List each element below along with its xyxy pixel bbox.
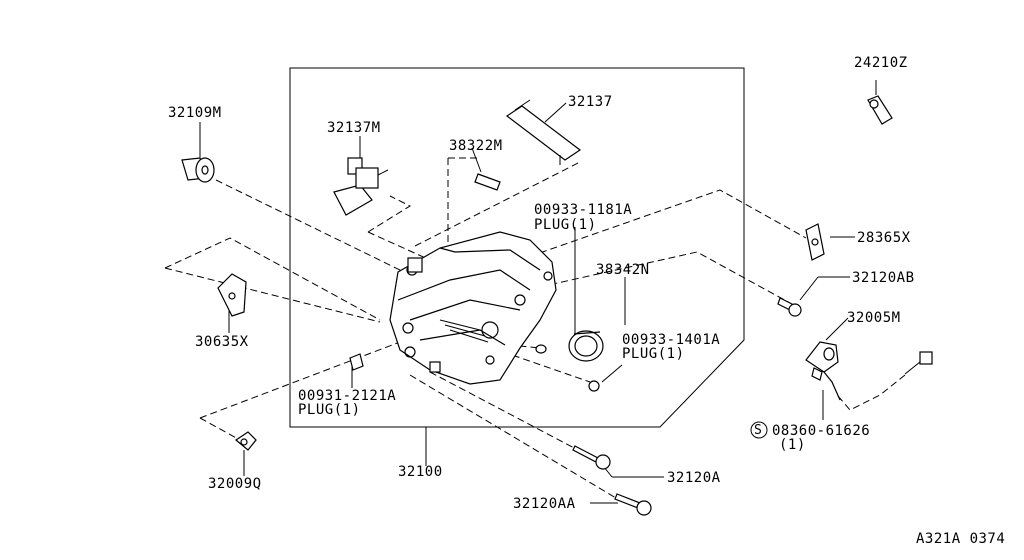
label-28365x: 28365X: [857, 230, 911, 246]
part-32109m-icon: [181, 157, 215, 183]
screw-symbol-letter: S: [754, 423, 763, 438]
label-24210z: 24210Z: [854, 55, 908, 71]
assembly-frame: [289, 67, 745, 428]
leader-lines: [199, 80, 877, 504]
part-32120ab-icon: [777, 297, 802, 317]
label-08360-61626: 08360-61626: [772, 423, 871, 439]
label-30635x: 30635X: [195, 334, 249, 350]
plug-00933-1401a-icon: [588, 380, 600, 392]
plug-00933-1181a-icon: [535, 344, 547, 354]
label-00933-1401a: 00933-1401A: [622, 332, 721, 348]
part-38322m-icon: [474, 173, 501, 191]
label-32120ab: 32120AB: [852, 270, 915, 286]
part-30635x-icon: [217, 273, 247, 317]
part-32137m-icon: [333, 157, 389, 216]
label-plug-1401a: PLUG(1): [622, 346, 685, 362]
label-32120a: 32120A: [667, 470, 721, 486]
label-00933-1181a: 00933-1181A: [534, 202, 633, 218]
diagram-reference-code: A321A 0374: [916, 531, 1006, 547]
label-38322m: 38322M: [449, 138, 503, 154]
label-38342n: 38342N: [596, 262, 650, 278]
part-32009q-icon: [234, 431, 257, 451]
plug-00931-2121a-icon: [349, 353, 364, 371]
label-plug-1181a: PLUG(1): [534, 217, 597, 233]
label-32100: 32100: [398, 464, 443, 480]
part-32120aa-bolt-icon: [614, 493, 652, 516]
part-32005m-sensor-icon: [805, 341, 933, 401]
part-32100-case-icon: [389, 231, 557, 385]
screw-symbol-icon: [750, 421, 768, 439]
label-32109m: 32109M: [168, 105, 222, 121]
label-00931-2121a: 00931-2121A: [298, 388, 397, 404]
label-32005m: 32005M: [847, 310, 901, 326]
label-32120aa: 32120AA: [513, 496, 576, 512]
label-plug-2121a: PLUG(1): [298, 402, 361, 418]
part-38342n-seal-icon: [568, 330, 604, 362]
part-28365x-icon: [805, 223, 825, 261]
part-32120a-bolt-icon: [572, 445, 611, 470]
part-32137-icon: [505, 99, 582, 165]
label-qty-08360: (1): [779, 437, 806, 453]
label-32137: 32137: [568, 94, 613, 110]
label-32009q: 32009Q: [208, 476, 262, 492]
label-32137m: 32137M: [327, 120, 381, 136]
part-24210z-icon: [867, 95, 893, 125]
